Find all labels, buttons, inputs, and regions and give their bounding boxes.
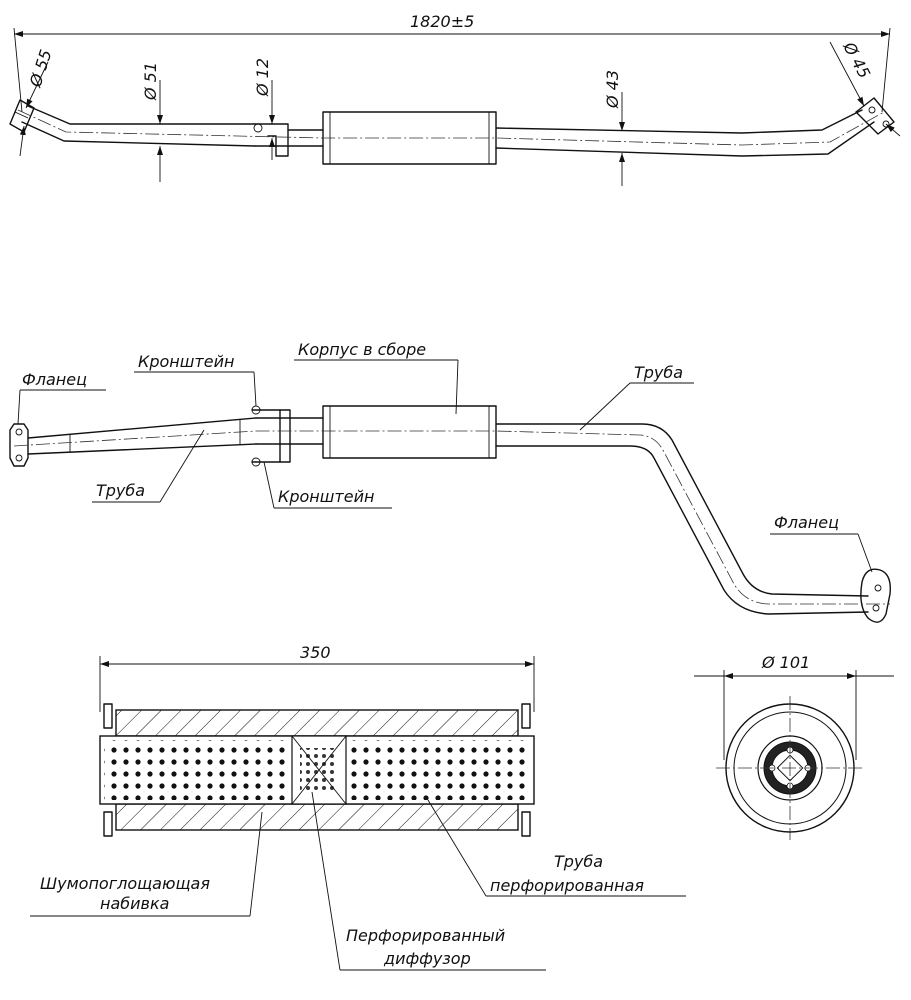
label-pipe-front: Труба (96, 481, 145, 500)
overall-length-label: 1820±5 (410, 12, 474, 31)
label-pipe-rear: Труба (634, 363, 683, 382)
view-assembly: Фланец Кронштейн Корпус в сборе Труба Тр… (9, 340, 891, 623)
d51-label: Ø 51 (141, 62, 160, 101)
label-diffuser-1: Перфорированный (346, 926, 505, 945)
packing-top (115, 709, 519, 737)
label-diffuser-2: диффузор (383, 949, 471, 968)
rear-pipe-top (495, 423, 869, 597)
label-sound-absorbing-1: Шумопоглощающая (40, 874, 210, 893)
bracket-assembly (251, 409, 291, 463)
d45-label: Ø 45 (839, 38, 874, 81)
label-bracket-bottom: Кронштейн (278, 487, 374, 506)
label-bracket-top: Кронштейн (138, 352, 234, 371)
outlet-flange (855, 97, 895, 135)
label-body-assembly: Корпус в сборе (298, 340, 426, 359)
pipe-rear-bottom (495, 121, 875, 157)
ext-line-right (881, 27, 891, 113)
muffler-length-label: 350 (300, 643, 331, 662)
label-sound-absorbing-2: набивка (100, 894, 169, 913)
centerline-dim-view (17, 109, 885, 146)
centerline-assembly (13, 430, 890, 605)
bracket-dim-view (254, 123, 289, 157)
rear-flange (860, 568, 891, 623)
muffler-diameter-label: Ø 101 (761, 653, 810, 672)
pipe-front-bottom (21, 121, 256, 147)
front-flange (9, 423, 29, 467)
view-muffler-section: 350 Шумопоглощающая набивка Труба перфор… (30, 643, 686, 971)
view-dimensioned: 1820±5 Ø 55 Ø 51 Ø 12 (9, 12, 901, 186)
pipe-front-top (27, 105, 256, 125)
view-end: Ø 101 (694, 653, 894, 840)
rear-pipe-bottom (495, 445, 869, 615)
d55-label: Ø 55 (25, 47, 55, 90)
d43-label: Ø 43 (603, 70, 622, 109)
label-flange-rear: Фланец (774, 513, 839, 532)
label-perf-pipe-2: перфорированная (490, 876, 644, 895)
ext-line-left (13, 27, 23, 113)
label-flange-front: Фланец (22, 370, 87, 389)
label-perf-pipe-1: Труба (554, 852, 603, 871)
d12-label: Ø 12 (253, 58, 272, 97)
pipe-rear-top (495, 109, 863, 134)
muffler-body-assembly (322, 405, 497, 459)
